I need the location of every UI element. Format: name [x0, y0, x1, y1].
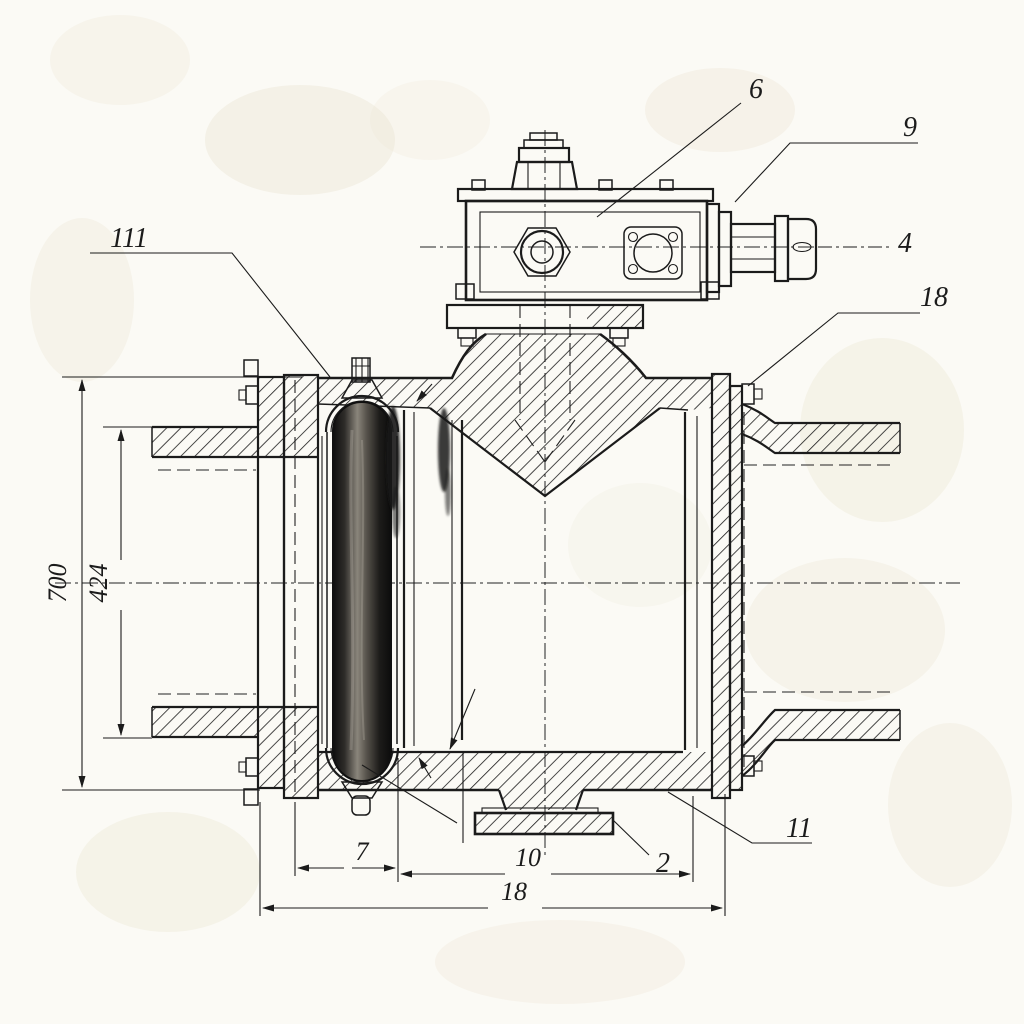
callout-coupling: 9 — [734, 112, 918, 203]
callout-2-label: 2 — [656, 848, 670, 879]
callout-drain: 2 — [612, 819, 670, 879]
coupling-shaft — [705, 202, 818, 294]
left-flange-bolts — [238, 359, 259, 806]
actuator-input-boss — [513, 227, 571, 277]
dim-424-label: 424 — [84, 564, 113, 603]
callout-11-label: 11 — [786, 813, 812, 844]
callout-111-label: 111 — [110, 223, 148, 254]
callout-right-flange: 18 — [747, 282, 948, 387]
right-body-flange — [710, 372, 763, 800]
dimension-18-bottom: 18 — [259, 794, 726, 916]
dim-10-label: 10 — [515, 843, 541, 872]
left-pipe — [151, 425, 258, 739]
left-body-flange — [258, 373, 320, 800]
dimension-700: 700 — [43, 376, 302, 791]
seat-ring-dark-seal — [332, 401, 392, 782]
seat-ring-assembly — [321, 357, 464, 816]
actuator-side-flange — [623, 226, 683, 280]
dim-700-label: 700 — [43, 564, 72, 603]
callout-actuator: 6 — [596, 74, 763, 218]
callout-6-label: 6 — [749, 74, 763, 105]
callout-body-bottom: 11 — [667, 791, 812, 844]
callout-4-label: 4 — [898, 228, 912, 259]
actuator-top-gland — [510, 132, 579, 191]
shaft-end-cap — [786, 217, 818, 281]
callout-shaft-end: 4 — [818, 228, 912, 259]
right-pipe — [741, 402, 901, 777]
drain-flange — [473, 807, 615, 836]
valve-body — [317, 332, 712, 811]
stem-hidden-lines — [514, 305, 576, 463]
gear-actuator — [445, 132, 818, 347]
dimension-7: 7 — [294, 758, 399, 882]
detail-arrows — [361, 383, 476, 843]
callout-9-label: 9 — [903, 112, 917, 143]
dimension-424: 424 — [84, 426, 152, 739]
callout-18-label: 18 — [920, 282, 948, 313]
actuator-mounting — [445, 281, 720, 347]
dim-18-label: 18 — [501, 877, 527, 906]
callout-seat-top: 111 — [90, 223, 331, 378]
dim-7-label: 7 — [356, 837, 370, 866]
dimension-10: 10 — [400, 796, 694, 882]
